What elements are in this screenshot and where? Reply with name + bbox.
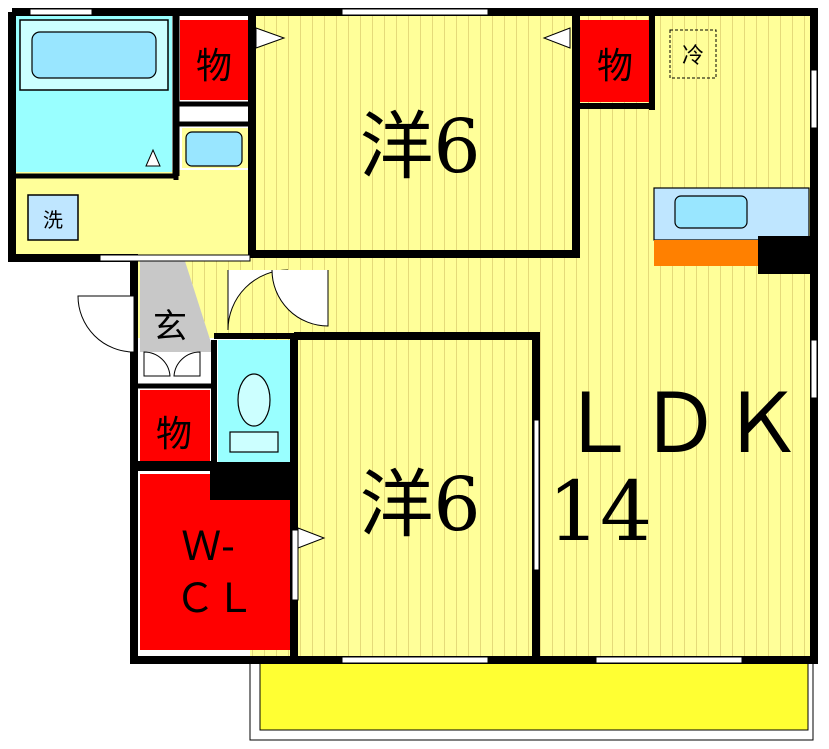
ldk-label: ＬＤＫ bbox=[557, 377, 803, 472]
kitchen-counter bbox=[653, 187, 814, 274]
wcl-label-line2: ＣＬ bbox=[175, 576, 255, 622]
entrance: 玄 bbox=[140, 258, 214, 352]
windows bbox=[29, 8, 818, 664]
fridge-spot: 冷 bbox=[669, 29, 717, 79]
western-room-upper-label: 洋6 bbox=[359, 104, 480, 190]
closet-entrance: 物 bbox=[140, 390, 210, 462]
washer-spot: 洗 bbox=[27, 194, 79, 241]
bathroom bbox=[12, 12, 172, 172]
fridge-label: 冷 bbox=[682, 44, 704, 69]
wcl-label-line1: Ｗ- bbox=[181, 524, 235, 570]
toilet-room bbox=[218, 340, 290, 462]
ldk-size-label: 14 bbox=[548, 465, 652, 560]
closet-top-left: 物 bbox=[180, 20, 248, 100]
wash-basin bbox=[182, 128, 250, 168]
closet-top-left-label: 物 bbox=[196, 46, 232, 87]
closet-top-right: 物 bbox=[580, 20, 650, 102]
entrance-label: 玄 bbox=[153, 307, 187, 347]
balcony bbox=[249, 659, 814, 741]
walk-in-closet: Ｗ- ＣＬ bbox=[140, 474, 292, 650]
closet-entrance-label: 物 bbox=[156, 414, 192, 455]
western-room-lower-label: 洋6 bbox=[359, 462, 480, 548]
washer-label: 洗 bbox=[43, 208, 63, 232]
closet-top-right-label: 物 bbox=[597, 46, 633, 87]
walls bbox=[8, 8, 818, 664]
doors bbox=[77, 27, 571, 601]
